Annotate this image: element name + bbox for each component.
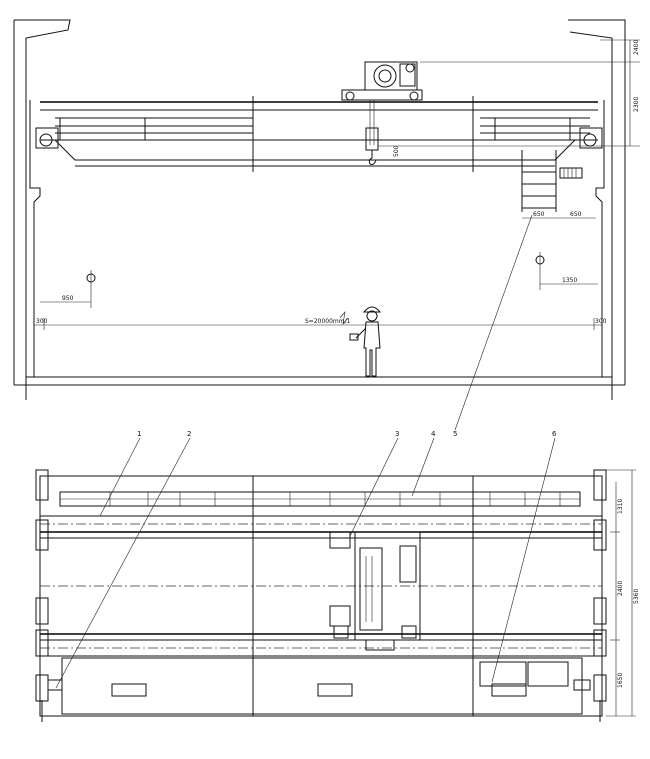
plan-dim-d3: 1650 <box>617 673 624 688</box>
callout-3: 3 <box>395 430 399 438</box>
dim-top-right-1: 2400 <box>633 40 640 55</box>
callout-1: 1 <box>137 430 141 438</box>
callout-4: 4 <box>431 430 436 438</box>
trolley-hoist <box>341 61 423 165</box>
dim-left-offset: 950 <box>62 295 74 302</box>
walkway-railing-right <box>480 117 590 140</box>
dim-span-label: S=20000mm/1 <box>305 318 351 325</box>
main-girder-elevation <box>35 96 603 172</box>
dim-top-right-2: 2300 <box>633 97 640 112</box>
callout-5: 5 <box>453 430 457 438</box>
dim-ladder-w2: 650 <box>570 211 582 218</box>
operator-figure <box>339 306 382 377</box>
walkway-platform-plan <box>59 491 581 507</box>
plan-dimensions: 1310 2400 1650 5360 <box>606 469 640 717</box>
dim-span-right: 300 <box>595 318 607 325</box>
plan-dim-d1: 1310 <box>617 499 624 514</box>
plan-dim-total: 5360 <box>633 589 640 604</box>
maintenance-platform <box>61 657 583 715</box>
trolley-plan <box>329 531 421 651</box>
dim-ladder-w1: 650 <box>533 211 545 218</box>
walkway-railing-left <box>55 117 253 140</box>
plan-view: 1310 2400 1650 5360 1 2 3 4 5 6 <box>35 430 640 722</box>
building-frame <box>13 19 626 400</box>
dim-right-offset: 1350 <box>562 277 577 284</box>
elevation-view: 2400 2300 500 650 650 950 1350 300 300 S… <box>13 19 640 431</box>
callout-2: 2 <box>187 430 191 438</box>
callout-labels: 1 2 3 4 5 6 <box>137 430 557 438</box>
dim-hook-offset: 500 <box>393 145 400 157</box>
elevation-dimensions: 2400 2300 500 650 650 950 1350 300 300 S… <box>34 40 640 330</box>
callout-leaders <box>55 437 556 689</box>
plan-dim-d2: 2400 <box>617 581 624 596</box>
access-ladder <box>521 150 583 212</box>
dim-span-left: 300 <box>36 318 48 325</box>
wheel-assemblies <box>35 469 607 722</box>
callout-6: 6 <box>552 430 557 438</box>
